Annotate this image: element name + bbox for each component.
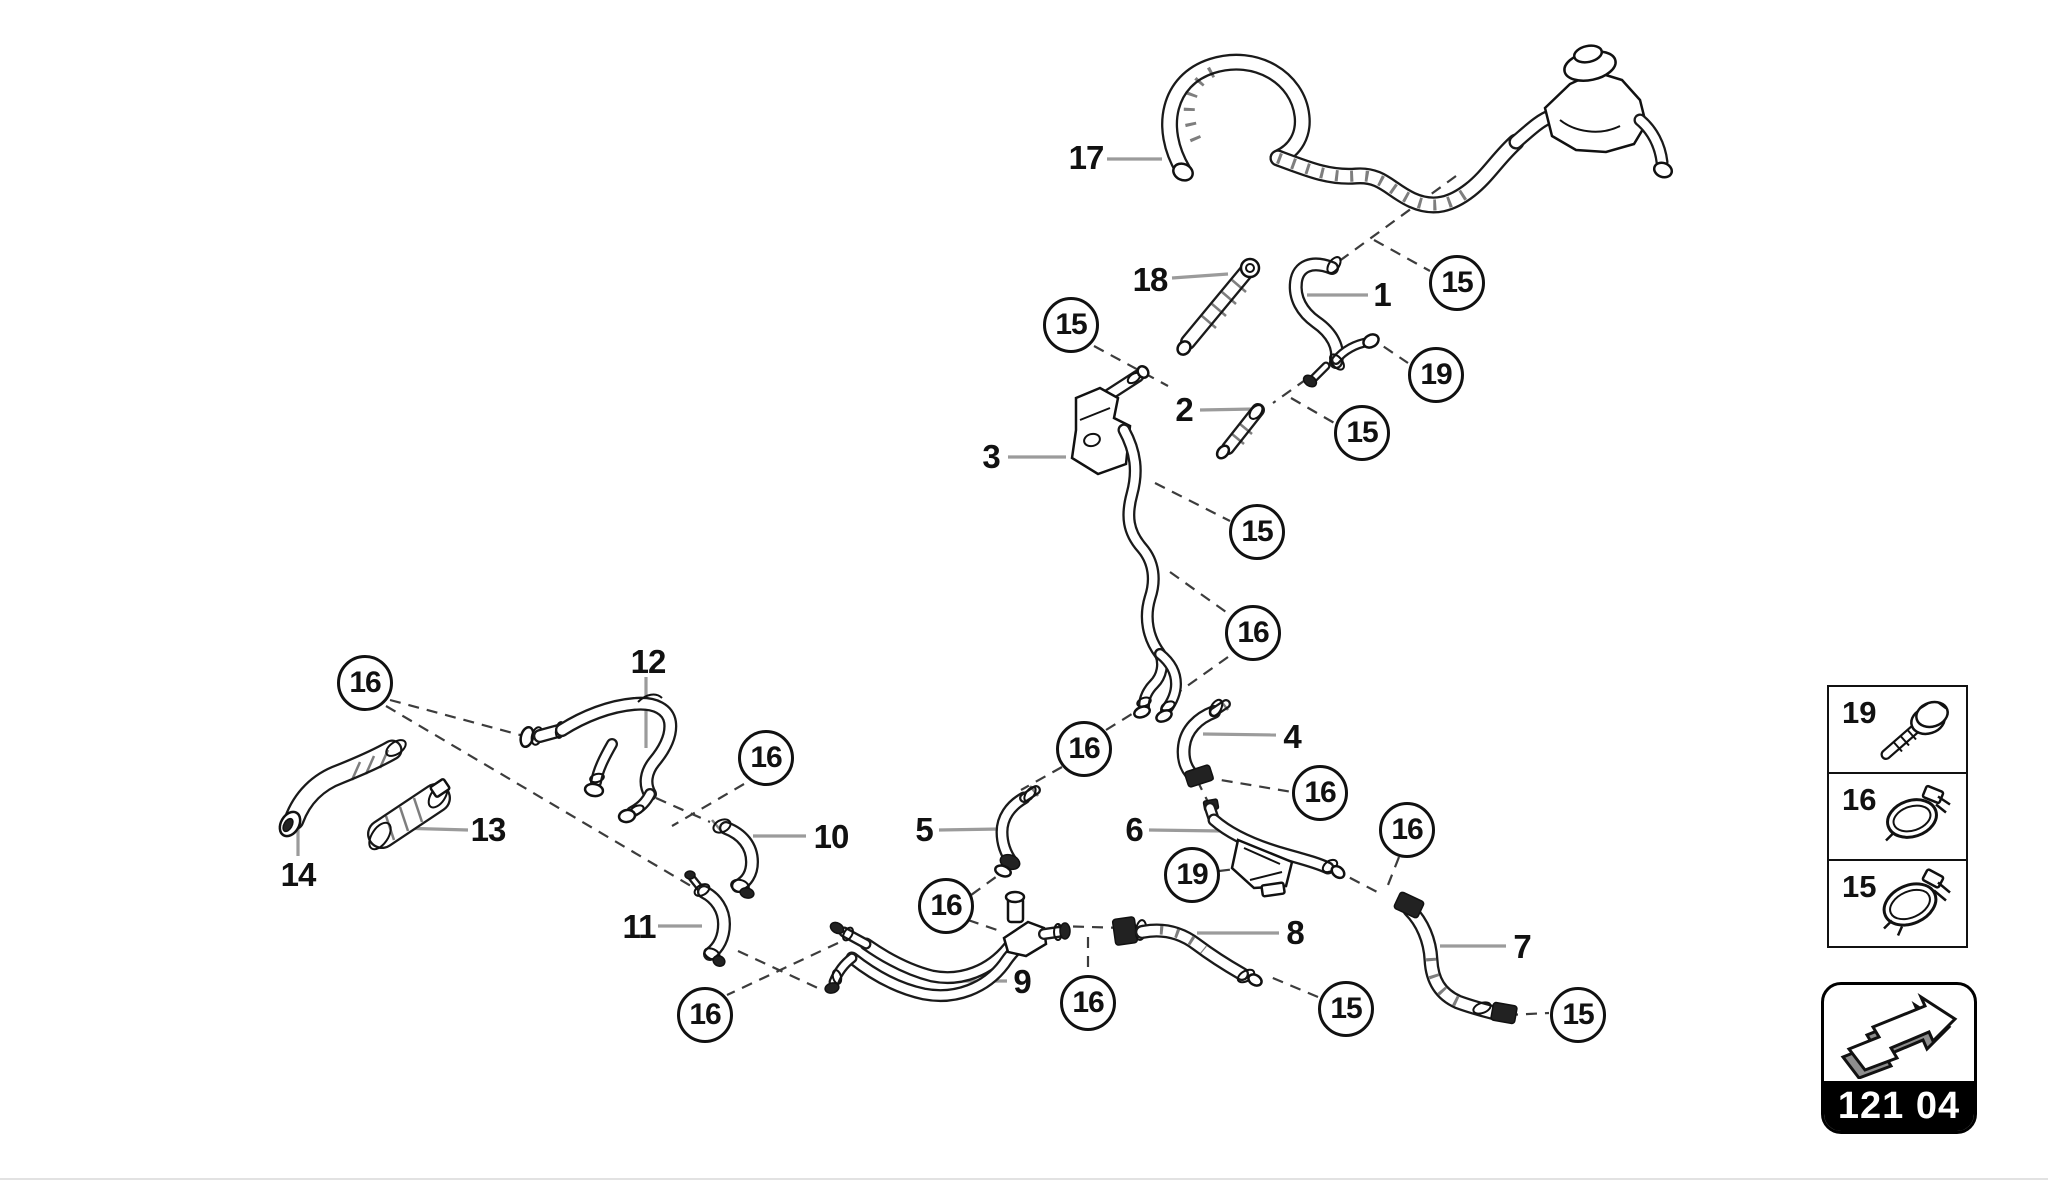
legend-row-19[interactable]: 19 — [1829, 687, 1966, 772]
part-label-2[interactable]: 2 — [1175, 391, 1193, 428]
legend-ref-label: 19 — [1842, 695, 1877, 730]
callout-16[interactable]: 16 — [738, 730, 794, 786]
part-13-connector-artwork — [367, 778, 451, 851]
callout-16[interactable]: 16 — [677, 987, 733, 1043]
part-1-hose-artwork — [1288, 256, 1380, 388]
callout-15[interactable]: 15 — [1043, 297, 1099, 353]
part-6-pipe-artwork — [1202, 798, 1346, 898]
part-17-hose-artwork — [1161, 44, 1674, 214]
part-3-pipe-artwork — [1070, 365, 1183, 723]
bolt-icon — [1872, 690, 1958, 769]
part-label-3[interactable]: 3 — [982, 438, 1000, 475]
part-12-pipe-artwork — [519, 693, 678, 824]
callout-16[interactable]: 16 — [1379, 802, 1435, 858]
leader-lines — [296, 157, 1506, 983]
part-11-elbow-artwork — [684, 870, 732, 967]
callout-19[interactable]: 19 — [1408, 347, 1464, 403]
part-label-5[interactable]: 5 — [915, 811, 933, 848]
callout-15[interactable]: 15 — [1229, 504, 1285, 560]
callout-15[interactable]: 15 — [1550, 987, 1606, 1043]
part-label-6[interactable]: 6 — [1125, 811, 1143, 848]
legend-ref-label: 16 — [1842, 782, 1877, 817]
part-label-4[interactable]: 4 — [1283, 718, 1301, 755]
callout-15[interactable]: 15 — [1334, 405, 1390, 461]
part-4-hose-artwork — [1176, 698, 1231, 788]
callout-16[interactable]: 16 — [1060, 975, 1116, 1031]
part-14-hose-artwork — [278, 739, 407, 838]
hose-clamp-icon — [1868, 862, 1958, 945]
part-9-pipes-artwork — [824, 890, 1071, 1002]
part-10-elbow-artwork — [711, 818, 760, 899]
direction-arrow-icon — [1824, 985, 1974, 1081]
legend-row-16[interactable]: 16 — [1829, 772, 1966, 859]
callout-19[interactable]: 19 — [1164, 847, 1220, 903]
part-label-18[interactable]: 18 — [1132, 261, 1169, 298]
part-label-14[interactable]: 14 — [280, 856, 317, 893]
part-label-10[interactable]: 10 — [813, 818, 850, 855]
part-label-1[interactable]: 1 — [1373, 276, 1391, 313]
part-label-8[interactable]: 8 — [1286, 914, 1304, 951]
callout-15[interactable]: 15 — [1318, 981, 1374, 1037]
legend-row-15[interactable]: 15 — [1829, 859, 1966, 946]
part-label-9[interactable]: 9 — [1013, 963, 1031, 1000]
part-7-hose-artwork — [1393, 891, 1518, 1025]
part-label-12[interactable]: 12 — [630, 643, 667, 680]
hose-clamp-icon — [1872, 776, 1958, 857]
part-2-fitting-artwork — [1215, 403, 1265, 460]
part-group-badge[interactable]: 121 04 — [1821, 982, 1977, 1134]
part-label-17[interactable]: 17 — [1068, 139, 1105, 176]
callout-16[interactable]: 16 — [918, 878, 974, 934]
part-label-13[interactable]: 13 — [470, 811, 507, 848]
callout-16[interactable]: 16 — [1292, 765, 1348, 821]
part-label-11[interactable]: 11 — [622, 908, 657, 945]
part-18-fitting-artwork — [1176, 257, 1261, 356]
part-5-fitting-artwork — [994, 785, 1041, 878]
callout-16[interactable]: 16 — [1225, 605, 1281, 661]
callout-15[interactable]: 15 — [1429, 255, 1485, 311]
part-group-code: 121 04 — [1824, 1081, 1974, 1131]
dashed-connector-lines — [385, 175, 1550, 1017]
part-8-hose-artwork — [1111, 916, 1263, 987]
callout-16[interactable]: 16 — [1056, 721, 1112, 777]
legend-ref-label: 15 — [1842, 869, 1877, 904]
part-label-7[interactable]: 7 — [1513, 928, 1531, 965]
callout-16[interactable]: 16 — [337, 655, 393, 711]
hardware-legend: 19 16 — [1827, 685, 1968, 948]
